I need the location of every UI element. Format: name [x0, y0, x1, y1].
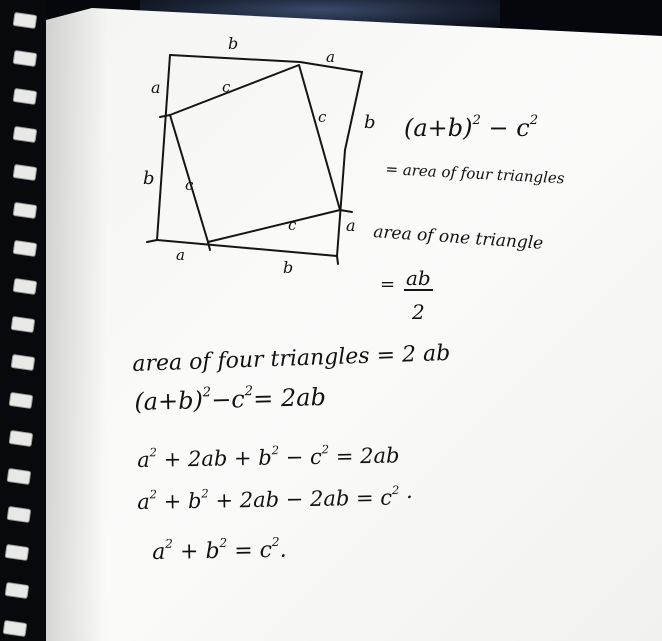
- equals-sign: =: [380, 274, 396, 295]
- side-label-top-a: a: [326, 48, 335, 66]
- spiral-binding: [0, 0, 46, 641]
- derivation-line-2: (a+b)2−c2= 2ab: [134, 382, 327, 416]
- derivation-line-5: a2 + b2 = c2.: [152, 534, 287, 565]
- hypotenuse-label-bottom: c: [288, 216, 297, 234]
- side-label-right-b: b: [364, 112, 376, 133]
- pythagoras-diagram: [146, 54, 363, 265]
- fraction-denominator: 2: [412, 300, 425, 324]
- hypotenuse-label-left: c: [185, 176, 194, 194]
- fraction-numerator: ab: [404, 266, 433, 291]
- side-label-right-a: a: [346, 216, 356, 235]
- expression-square-minus-c: (a+b)2 − c2: [404, 113, 539, 142]
- outer-square: [169, 54, 363, 73]
- side-label-left-b: b: [143, 168, 155, 189]
- side-label-bottom-a: a: [176, 246, 185, 264]
- side-label-bottom-b: b: [283, 258, 294, 277]
- side-label-top-b: b: [228, 34, 239, 53]
- derivation-line-3: a2 + 2ab + b2 − c2 = 2ab: [137, 442, 400, 472]
- hypotenuse-label-top: c: [222, 78, 231, 96]
- side-label-left-a: a: [151, 78, 161, 97]
- hypotenuse-label-right: c: [318, 108, 327, 126]
- derivation-line-4: a2 + b2 + 2ab − 2ab = c2 ·: [137, 483, 413, 514]
